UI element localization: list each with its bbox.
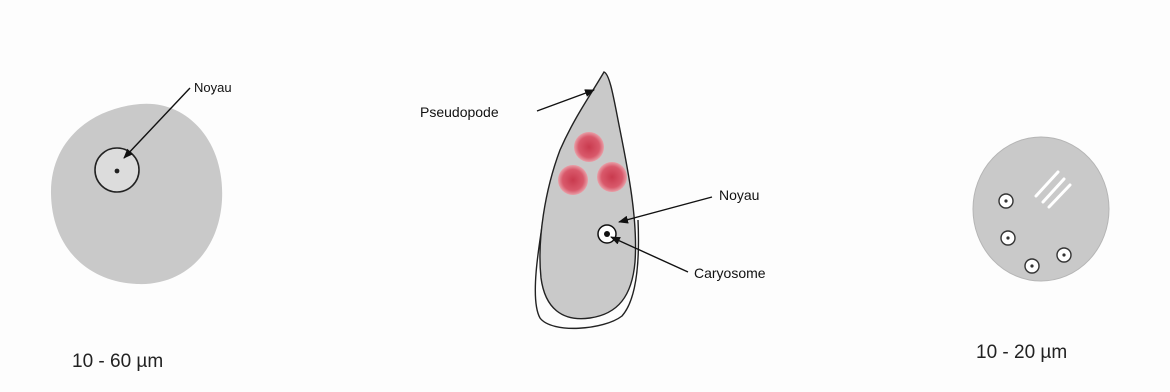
karyosome-label: Caryosome [694, 265, 766, 281]
middle-cell-body [540, 72, 636, 319]
middle-karyosome [604, 231, 610, 237]
middle-nucleus-label: Noyau [719, 187, 759, 203]
left-size-label: 10 - 60 µm [72, 351, 163, 372]
middle-cell: Pseudopode Noyau Caryosome [420, 72, 766, 328]
red-blood-cell-1 [574, 132, 604, 162]
left-nucleus-label: Noyau [194, 80, 232, 95]
red-blood-cell-3 [597, 162, 627, 192]
right-size-label: 10 - 20 µm [976, 342, 1067, 363]
right-cell: 10 - 20 µm [973, 137, 1109, 363]
left-karyosome [115, 169, 120, 174]
right-cyst-body [973, 137, 1109, 281]
red-blood-cell-2 [558, 165, 588, 195]
left-cell-body [51, 104, 222, 284]
pseudopod-label: Pseudopode [420, 104, 499, 120]
left-cell: Noyau 10 - 60 µm [51, 80, 232, 372]
